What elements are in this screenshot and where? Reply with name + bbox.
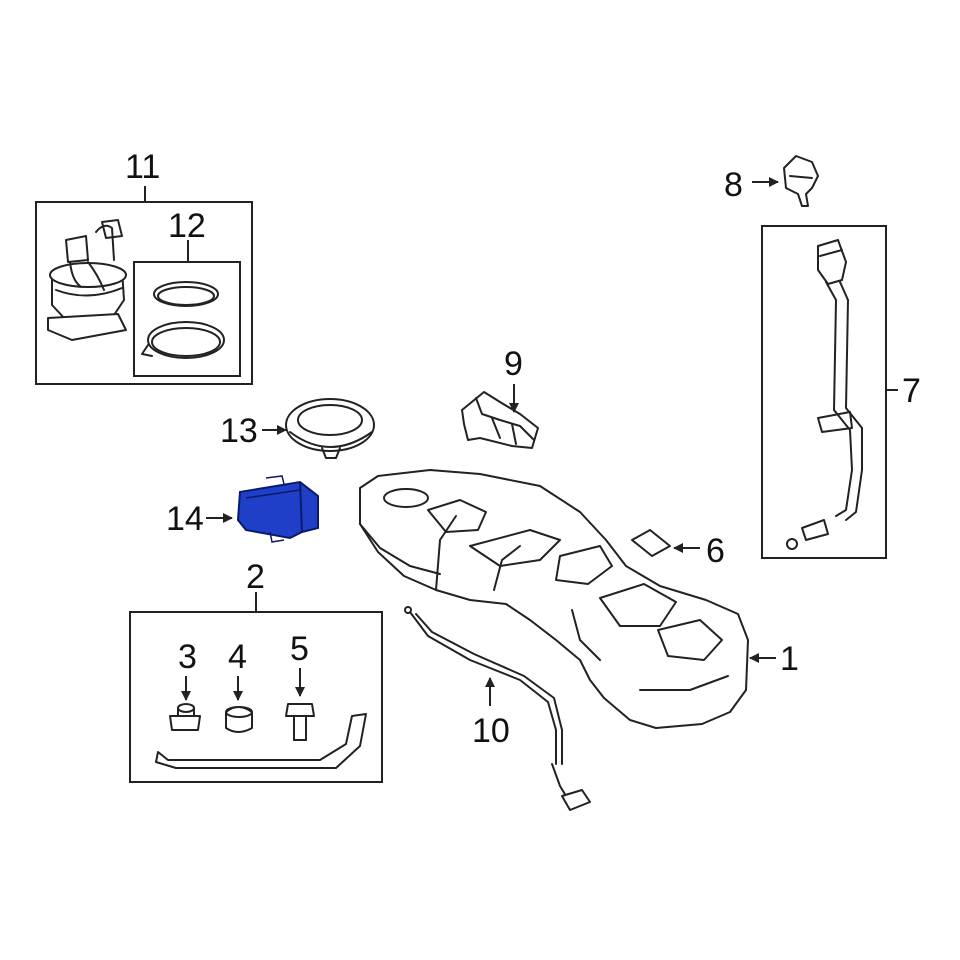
callout-12-box <box>133 261 241 377</box>
callout-5: 5 <box>290 630 309 668</box>
filler-pipe-part[interactable] <box>786 239 863 550</box>
callout-13: 13 <box>220 412 258 450</box>
callout-12: 12 <box>168 207 206 245</box>
gasket-part[interactable] <box>631 529 671 557</box>
callout-1: 1 <box>780 640 799 678</box>
seal-ring-set-part[interactable] <box>141 281 225 359</box>
highlighted-part-body <box>236 480 319 540</box>
sensor-wire-part[interactable] <box>404 606 591 811</box>
callout-10: 10 <box>472 712 510 750</box>
callout-7-box <box>761 225 887 559</box>
lock-ring-part[interactable] <box>285 398 375 459</box>
callout-4: 4 <box>228 638 247 676</box>
callout-11: 11 <box>125 148 160 186</box>
callout-6: 6 <box>706 532 725 570</box>
spacer-part[interactable] <box>225 706 253 733</box>
callout-11-box <box>35 201 253 385</box>
callout-7: 7 <box>902 372 921 410</box>
callout-2: 2 <box>246 558 265 596</box>
heat-shield-part[interactable] <box>461 391 539 449</box>
callout-3: 3 <box>178 638 197 676</box>
bushing-part[interactable] <box>169 703 201 731</box>
callout-9: 9 <box>504 345 523 383</box>
fuel-pump-part[interactable] <box>47 219 127 341</box>
filler-pipe-group: 7 <box>761 225 921 559</box>
tank-strap-part[interactable] <box>155 713 367 769</box>
fuel-level-sender-part-highlighted[interactable] <box>236 475 319 543</box>
bolt-part[interactable] <box>285 703 315 741</box>
callout-2-box <box>129 611 383 783</box>
fuel-cap-part[interactable] <box>783 155 819 207</box>
strap-hardware-group: 2 3 4 5 <box>129 558 383 783</box>
callout-8: 8 <box>724 166 743 204</box>
fuel-tank-part[interactable] <box>359 469 749 729</box>
callout-14: 14 <box>166 500 204 538</box>
fuel-pump-module-group: 11 12 <box>35 148 253 385</box>
